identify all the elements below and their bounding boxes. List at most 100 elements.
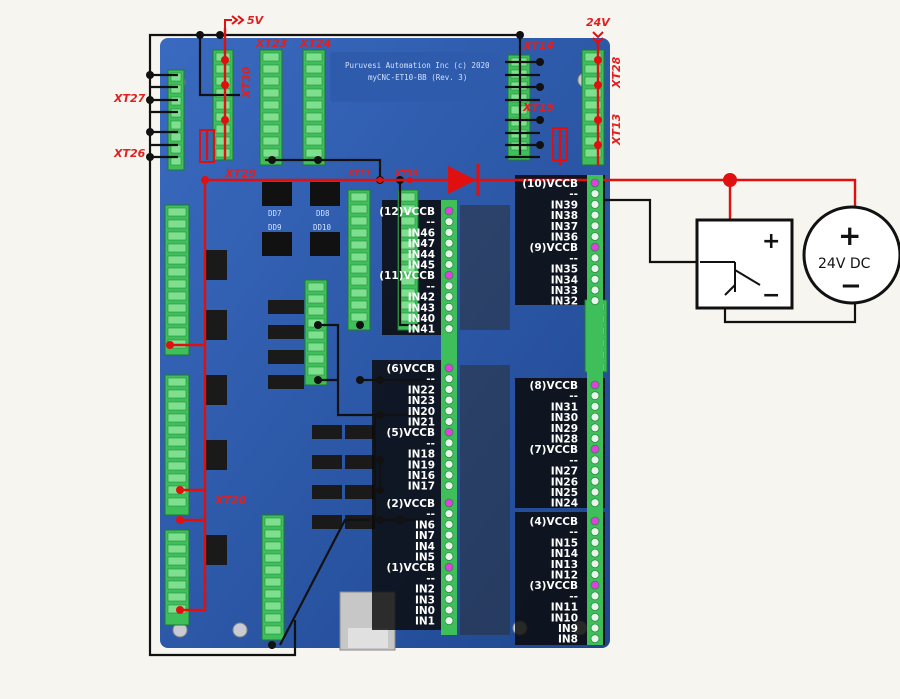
terminal-xt24 [302,49,326,166]
left-pin-label: (5)VCCB [387,427,435,439]
left-pin-label: IN5 [415,552,435,564]
right-pin-label: IN14 [551,548,578,560]
pin-socket [444,498,454,508]
label-24v: 24V [586,16,611,29]
terminal-left-1 [164,204,190,356]
pin-socket [444,530,454,540]
pin-socket [444,249,454,259]
left-pin-label: -- [426,374,435,386]
left-pin-label: (2)VCCB [387,498,435,510]
left-pin-label: IN40 [408,313,435,325]
right-pin-label: IN31 [551,401,578,413]
left-pin-label: IN0 [415,605,435,617]
right-pin-label: -- [569,591,578,603]
chip-dd10: DD10 [313,223,332,232]
pin-socket [590,199,600,209]
right-pin-label: IN35 [551,264,578,276]
pin-socket [590,253,600,263]
pin-socket [444,573,454,583]
left-pin-label: IN2 [415,584,435,596]
label-xt24: XT24 [299,37,331,50]
power-supply [802,205,900,305]
pin-socket [444,324,454,334]
pin-socket [444,227,454,237]
fuse-left [199,129,215,163]
pin-socket [444,206,454,216]
left-pin-label: -- [426,573,435,585]
pin-socket [590,623,600,633]
pin-socket [590,455,600,465]
pin-socket [590,487,600,497]
right-pin-label: (8)VCCB [530,380,578,392]
terminal-xt36 [397,189,419,331]
label-xt14: XT14 [522,39,554,52]
right-pin-label: IN37 [551,221,578,233]
pin-socket [444,459,454,469]
left-pin-label: IN42 [408,292,435,304]
pin-socket [444,449,454,459]
right-pin-label: -- [569,455,578,467]
right-pin-label: IN34 [551,274,578,286]
pin-socket [590,498,600,508]
left-pin-label: IN20 [408,406,435,418]
red-junction-dots [166,56,737,614]
chip-dd8: DD8 [316,209,330,218]
label-xt29: XT29 [224,167,257,180]
left-pin-label: IN17 [408,481,435,493]
sensor-minus: − [762,283,780,308]
pin-socket [444,552,454,561]
right-pin-label: IN13 [551,559,578,571]
right-pin-label: IN33 [551,285,578,297]
pin-socket [590,423,600,433]
right-pin-label: (3)VCCB [530,580,578,592]
pin-socket [590,612,600,622]
pin-socket [590,602,600,611]
left-pin-label: IN41 [408,324,435,336]
pin-socket [444,270,454,280]
left-pin-label: IN43 [408,302,435,314]
right-pin-label: IN11 [551,602,578,614]
right-pin-label: -- [569,253,578,265]
left-pin-label: IN6 [415,519,435,531]
left-pin-label: (1)VCCB [387,562,435,574]
right-pin-label: IN36 [551,232,578,244]
left-pin-label: -- [426,217,435,229]
right-pin-label: IN12 [551,570,578,582]
left-pin-label: (11)VCCB [379,270,435,282]
right-pin-label: IN39 [551,199,578,211]
pin-socket [590,516,600,526]
right-pin-label: IN25 [551,487,578,499]
pin-socket [444,616,454,626]
pin-socket [444,302,454,312]
pin-socket [590,274,600,284]
left-pin-label: IN19 [408,459,435,471]
pin-socket [590,285,600,295]
label-xt36: XT36 [394,169,418,178]
pin-socket [590,444,600,454]
terminal-left-2 [164,374,190,516]
ps-plus: + [838,219,861,252]
pin-socket [444,594,454,604]
left-pin-label: IN4 [415,541,435,553]
pin-socket [590,210,600,220]
pin-socket [590,264,600,274]
chips-dd [262,182,340,256]
left-pin-label: IN3 [415,594,435,606]
right-pin-label: IN27 [551,466,578,478]
left-pin-label: IN23 [408,395,435,407]
sensor-switch [695,218,794,310]
pin-socket [444,417,454,426]
right-pin-label: (9)VCCB [530,242,578,254]
terminal-xt30 [212,49,234,161]
terminal-mid [304,279,328,386]
pin-socket [590,189,600,199]
pin-socket [590,242,600,252]
label-xt13: XT13 [610,113,623,146]
left-pin-label: IN7 [415,530,435,542]
pin-socket [444,217,454,227]
right-pin-label: -- [569,527,578,539]
terminal-xt23 [259,49,283,166]
right-pin-label: IN38 [551,210,578,222]
chip-dd9: DD9 [268,223,282,232]
left-pin-label: -- [426,281,435,293]
